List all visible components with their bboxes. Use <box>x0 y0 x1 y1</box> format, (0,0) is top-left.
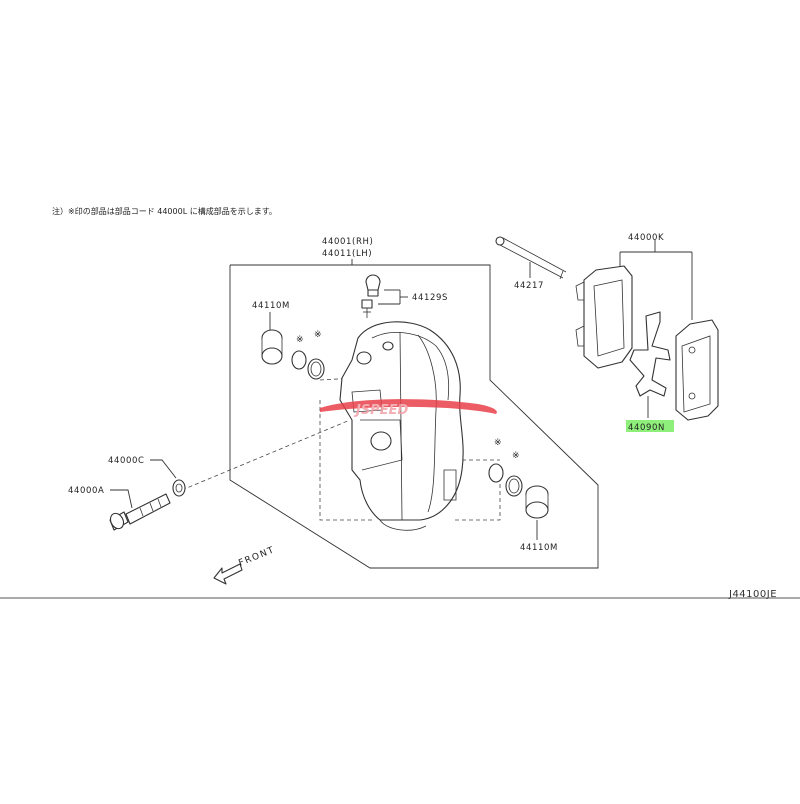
dust-boot-lower-inner <box>508 478 520 494</box>
label-pad-kit[interactable]: 44000K <box>628 233 664 243</box>
label-caliper-rh[interactable]: 44001(RH) <box>322 237 373 247</box>
label-caliper-lh[interactable]: 44011(LH) <box>322 249 372 259</box>
shim-highlight <box>626 420 674 432</box>
label-piston-upper[interactable]: 44110M <box>252 301 290 311</box>
leader-bolt <box>110 489 133 509</box>
piston-seal-lower <box>488 463 504 483</box>
front-label: FRONT <box>237 545 276 569</box>
component-note: 注）※印の部品は部品コード 44000L に構成部品を示します。 <box>52 206 277 216</box>
diagram-code: J44100JE <box>728 589 777 600</box>
label-piston-lower[interactable]: 44110M <box>520 543 558 553</box>
brake-pad-outer <box>675 319 719 421</box>
piston-seal-upper <box>291 350 307 370</box>
dust-boot-upper <box>307 358 325 380</box>
label-shim[interactable]: 44090N <box>628 423 665 433</box>
label-pin[interactable]: 44217 <box>514 281 544 291</box>
dash-bolt <box>181 419 351 491</box>
washer-inner <box>175 483 183 493</box>
seal-mark-lower-b: ※ <box>512 451 520 461</box>
dash-lower-b <box>455 476 501 521</box>
caliper-group-frame <box>229 264 599 569</box>
pad-shim <box>629 311 671 397</box>
seal-mark-lower-a: ※ <box>494 438 502 448</box>
piston-lower <box>525 485 549 519</box>
leader-washer <box>150 459 177 479</box>
dash-left <box>319 400 372 521</box>
washer <box>172 479 186 497</box>
jspeed-watermark: JSPEED <box>320 399 497 418</box>
bleeder-screw <box>361 274 381 318</box>
label-bolt[interactable]: 44000A <box>68 486 104 496</box>
watermark-text: JSPEED <box>353 403 408 418</box>
front-arrow <box>213 563 243 585</box>
dust-boot-upper-inner <box>310 361 322 377</box>
seal-mark-upper-a: ※ <box>296 335 304 345</box>
piston-upper <box>261 329 283 365</box>
label-washer[interactable]: 44000C <box>108 456 145 466</box>
pad-pin <box>495 236 567 280</box>
label-bleeder[interactable]: 44129S <box>412 293 448 303</box>
seal-mark-upper-b: ※ <box>314 330 322 340</box>
dust-boot-lower <box>505 475 523 497</box>
caliper-body <box>339 321 464 531</box>
mounting-bolt <box>109 493 171 531</box>
brake-pad-inner <box>575 265 633 369</box>
